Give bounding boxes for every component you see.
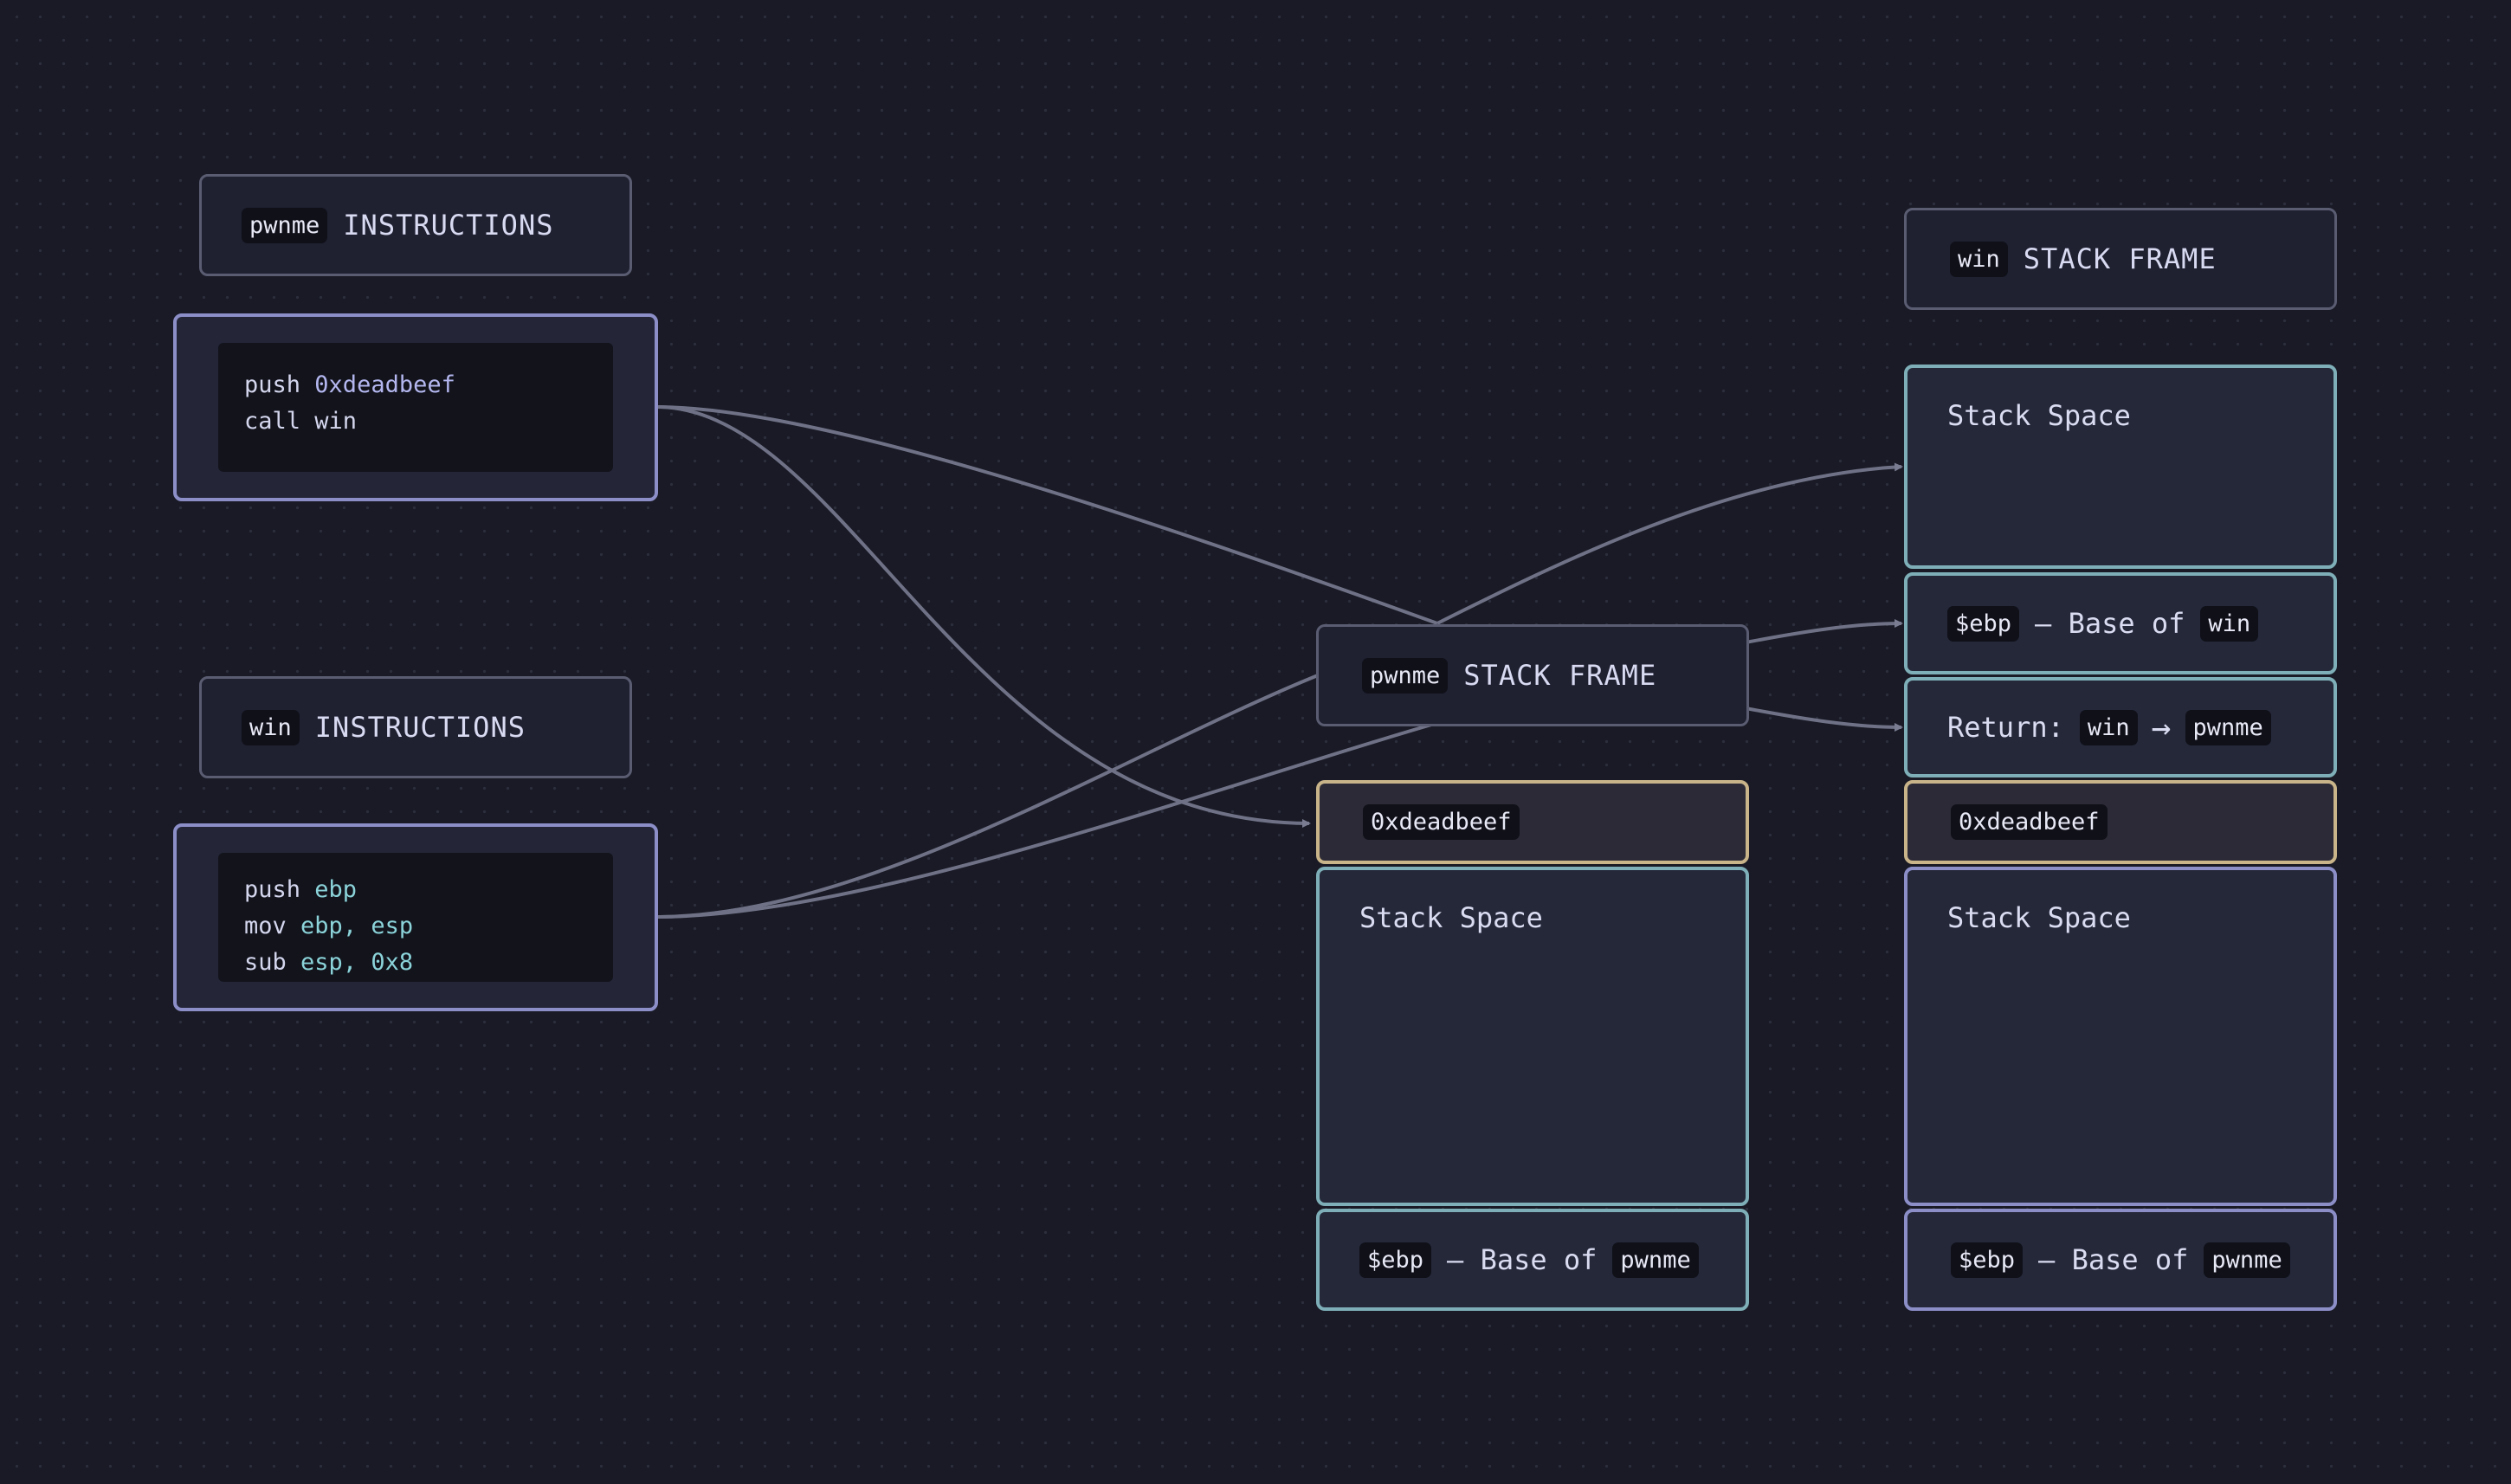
stack-frame-label: STACK FRAME	[2023, 242, 2217, 275]
ebp-tag: $ebp	[1947, 605, 2020, 642]
return-from-tag: win	[2079, 709, 2138, 745]
connector-frame-to-win-stack	[1436, 462, 1903, 625]
pwnme-instructions-title: pwnme INSTRUCTIONS	[199, 174, 632, 276]
return-to-tag: pwnme	[2185, 709, 2271, 745]
connector-frame-to-return	[1745, 707, 1903, 732]
return-arrow: →	[2151, 708, 2172, 746]
return-label: Return:	[1947, 711, 2064, 744]
code-op: push	[244, 876, 301, 903]
value-tag: 0xdeadbeef	[1951, 804, 2108, 840]
win-tag: win	[1950, 241, 2008, 277]
code-arg: ebp	[314, 876, 358, 903]
code-arg: ebp, esp	[300, 913, 414, 939]
function-tag: pwnme	[1612, 1242, 1699, 1278]
code-op: call	[244, 408, 301, 435]
pwnme-tag: pwnme	[242, 207, 328, 243]
connector-frame-to-win-ebp	[1745, 619, 1903, 644]
win-frame-return-address: Return: win → pwnme	[1904, 677, 2337, 777]
ebp-tag: $ebp	[1951, 1242, 2024, 1278]
function-tag: pwnme	[2204, 1242, 2290, 1278]
pwnme-code: push 0xdeadbeef call win	[218, 343, 613, 472]
pwnme-frame-stack-space: Stack Space	[1316, 867, 1749, 1206]
ebp-text: – Base of	[2038, 1243, 2189, 1276]
pwnme-tag: pwnme	[1362, 657, 1449, 694]
win-tag: win	[242, 709, 300, 745]
stack-frame-label: STACK FRAME	[1463, 659, 1657, 692]
value-tag: 0xdeadbeef	[1363, 804, 1520, 840]
code-arg: esp, 0x8	[300, 949, 414, 976]
connector-win-code-to-frame-b	[655, 721, 1438, 919]
ebp-text: – Base of	[1447, 1243, 1598, 1276]
win-instructions-title: win INSTRUCTIONS	[199, 676, 632, 778]
stack-space-label: Stack Space	[1947, 399, 2131, 432]
code-op: mov	[244, 913, 287, 939]
pwnme-code-block: push 0xdeadbeef call win	[173, 313, 658, 501]
win-code: push ebp mov ebp, esp sub esp, 0x8	[218, 853, 613, 982]
win-frame-lower-ebp: $ebp – Base of pwnme	[1904, 1209, 2337, 1311]
win-frame-pushed-value: 0xdeadbeef	[1904, 780, 2337, 864]
connector-push-to-deadbeef	[655, 405, 1311, 828]
instructions-label: INSTRUCTIONS	[314, 711, 526, 744]
win-stack-frame-title: win STACK FRAME	[1904, 208, 2337, 310]
code-op: push	[244, 371, 301, 398]
code-arg: win	[314, 408, 358, 435]
win-frame-stack-space: Stack Space	[1904, 365, 2337, 569]
instructions-label: INSTRUCTIONS	[343, 209, 554, 242]
code-op: sub	[244, 949, 287, 976]
connector-call-to-frame	[655, 405, 1438, 625]
win-frame-ebp: $ebp – Base of win	[1904, 572, 2337, 674]
ebp-tag: $ebp	[1359, 1242, 1432, 1278]
win-frame-lower-stack-space: Stack Space	[1904, 867, 2337, 1206]
stack-space-label: Stack Space	[1359, 901, 1543, 934]
function-tag: win	[2200, 605, 2259, 642]
win-code-block: push ebp mov ebp, esp sub esp, 0x8	[173, 823, 658, 1011]
pwnme-frame-pushed-value: 0xdeadbeef	[1316, 780, 1749, 864]
connector-win-code-to-frame-a	[655, 674, 1319, 919]
pwnme-stack-frame-title: pwnme STACK FRAME	[1316, 624, 1749, 726]
pwnme-frame-ebp: $ebp – Base of pwnme	[1316, 1209, 1749, 1311]
stack-space-label: Stack Space	[1947, 901, 2131, 934]
code-arg: 0xdeadbeef	[314, 371, 455, 398]
ebp-text: – Base of	[2035, 607, 2185, 640]
